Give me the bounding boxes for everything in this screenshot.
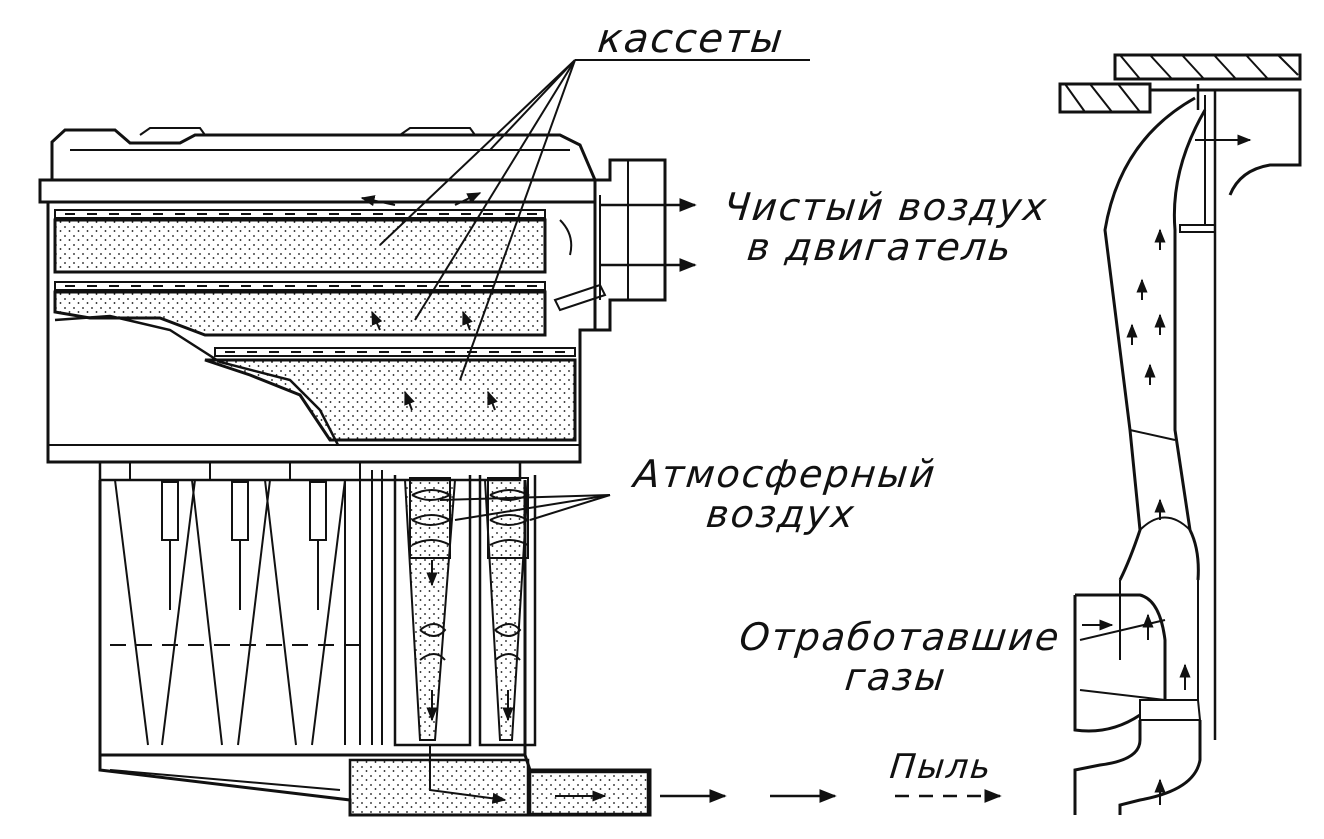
label-atmospheric-air-line2: воздух bbox=[704, 491, 858, 536]
cassette-leaders bbox=[379, 59, 810, 381]
label-exhaust-gases-line2: газы bbox=[842, 654, 950, 699]
clean-air-arrows bbox=[600, 198, 697, 272]
flow-arrows-internal bbox=[360, 192, 573, 722]
cassette-middle bbox=[53, 281, 547, 337]
label-exhaust-gases-line1: Отработавшие bbox=[737, 615, 1063, 659]
label-exhaust-gases: Отработавшие газы bbox=[724, 615, 1072, 699]
cutaway-edge bbox=[54, 314, 340, 446]
ejector-assembly bbox=[1058, 53, 1302, 815]
label-cassettes: кассеты bbox=[595, 16, 787, 62]
label-clean-air-line1: Чистый воздух bbox=[721, 185, 1051, 229]
label-clean-air: Чистый воздух в двигатель bbox=[718, 185, 1051, 269]
dust-bin bbox=[98, 745, 652, 817]
label-dust: Пыль bbox=[887, 747, 995, 787]
label-atmospheric-air-line1: Атмосферный bbox=[631, 452, 939, 496]
housing bbox=[38, 127, 597, 464]
atmospheric-leaders bbox=[439, 494, 611, 521]
outlet-pipe bbox=[553, 158, 667, 332]
label-atmospheric-air: Атмосферный воздух bbox=[614, 452, 952, 536]
cassette-top bbox=[53, 209, 547, 274]
cyclone-block bbox=[98, 460, 537, 757]
cassette-bottom bbox=[204, 347, 577, 442]
label-clean-air-line2: в двигатель bbox=[745, 224, 1015, 269]
